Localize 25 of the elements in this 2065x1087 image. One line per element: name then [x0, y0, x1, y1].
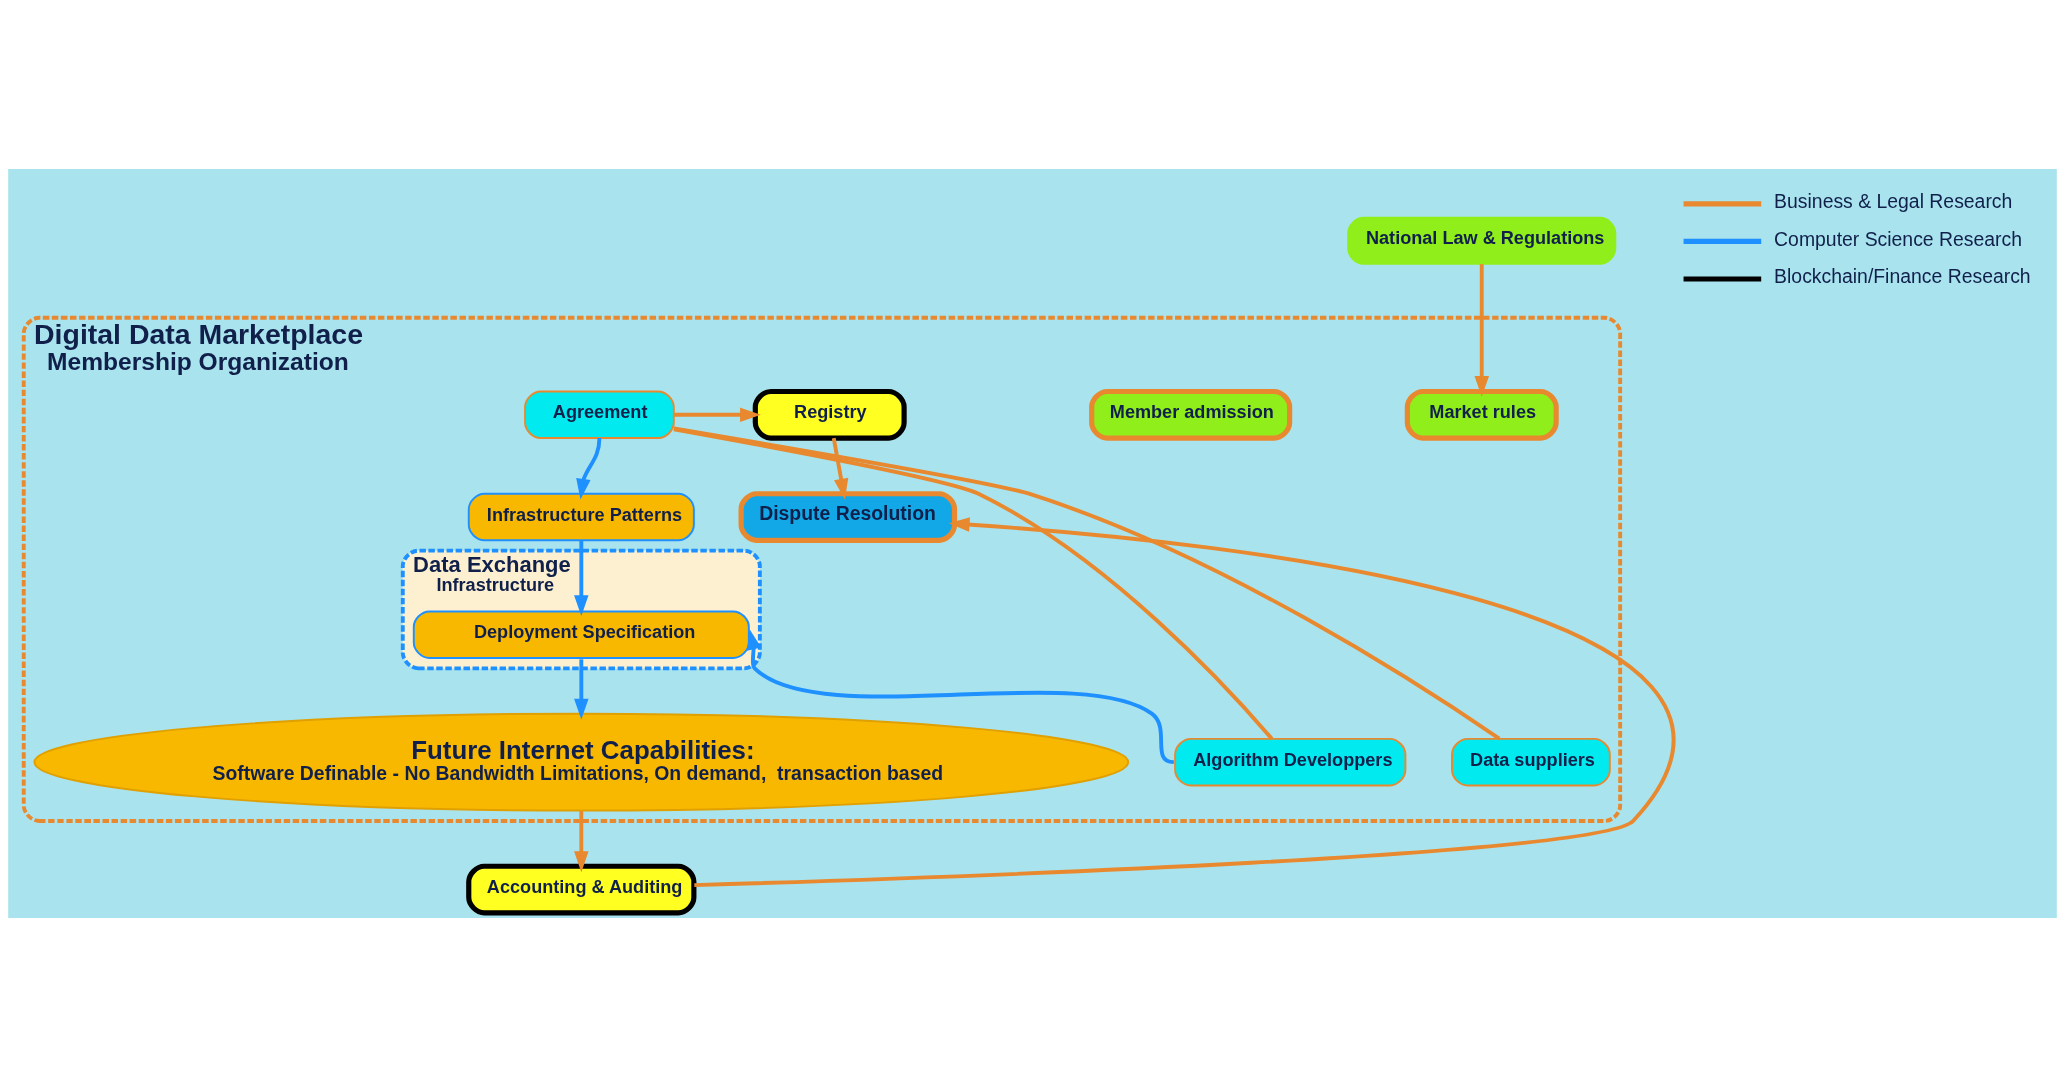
node-box: Deployment Specification	[412, 610, 750, 659]
arrow	[574, 540, 589, 617]
node-box: Registry	[752, 388, 907, 441]
legend-label: Blockchain/Finance Research	[1774, 265, 2031, 288]
arrow	[831, 437, 849, 500]
node-ellipse: Future Internet Capabilities: Software Definable - No Bandwidth Limitations, On demand, transaction based	[33, 712, 1130, 812]
node-box: National Law & Regulations	[1347, 216, 1617, 265]
arrow	[1474, 264, 1489, 397]
arrow	[574, 810, 589, 873]
arrow	[747, 629, 1175, 765]
legend-label: Computer Science Research	[1774, 227, 2023, 250]
node-box: Infrastructure Patterns	[467, 492, 695, 542]
node-box: Algorithm Developpers	[1174, 737, 1407, 787]
arrow	[574, 659, 589, 720]
node-box: Member admission	[1089, 388, 1293, 441]
node-box: Agreement	[524, 390, 675, 440]
node-box: Data suppliers	[1451, 737, 1611, 787]
arrow	[674, 407, 761, 423]
legend-label: Business & Legal Research	[1774, 190, 2013, 213]
connector	[673, 426, 1501, 741]
node-box: Market rules	[1404, 388, 1559, 441]
arrow	[576, 438, 602, 500]
arrow	[694, 517, 1674, 888]
node-box: Dispute Resolution	[738, 491, 958, 543]
node-box: Accounting & Auditing	[466, 863, 697, 916]
